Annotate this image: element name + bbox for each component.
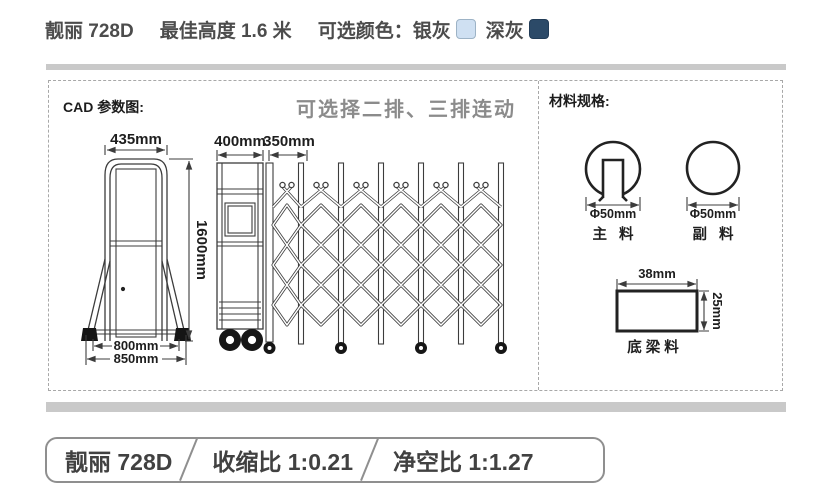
slash-divider [371,439,375,481]
best-height: 最佳高度 1.6 米 [159,20,292,42]
beam-height-label: 25mm [710,292,725,330]
cad-drawing: 435mm 1600mm [81,131,507,366]
color-dark-swatch [528,19,549,39]
panel-vertical-divider [538,81,539,390]
main-tube-dim-label: Φ50mm [590,207,636,221]
spec-summary-bar: 靓丽 728D 收缩比 1:0.21 净空比 1:1.27 [45,437,605,483]
materials-drawing: Φ50mm 主 料 Φ50mm 副 料 38mm 25mm 底梁料 [584,140,741,356]
footer-model: 靓丽 728D [65,449,173,475]
spec-panel: CAD 参数图: 可选择二排、三排连动 材料规格: 435mm [48,80,783,391]
post-outer-width-label: 850mm [114,351,159,366]
materials-section-label: 材料规格: [549,93,610,109]
color-options-label: 可选颜色： [317,20,413,42]
post-inner-width-label: 800mm [114,338,159,353]
aux-tube-profile: Φ50mm 副 料 [685,140,741,243]
slash-divider [190,439,194,481]
main-tube-label: 主 料 [592,225,637,243]
clearance-ratio: 净空比 1:1.27 [392,449,534,475]
aux-tube-label: 副 料 [692,225,737,243]
model-name: 靓丽 728D [45,20,134,42]
gate-post-drawing: 435mm 1600mm [81,131,210,366]
retractable-gate-drawing: 400mm 350mm [214,133,507,354]
gate-fold-width-label: 350mm [263,133,315,150]
main-tube-profile: Φ50mm 主 料 [584,140,642,243]
bottom-divider-bar [46,402,786,412]
post-top-width-label: 435mm [110,131,162,148]
post-height-label: 1600mm [193,220,210,280]
beam-label: 底梁料 [627,338,683,356]
gate-lattice [219,162,507,354]
color-options: 可选颜色： 银灰 深灰 [318,16,559,43]
color-silver-label: 银灰 [412,20,451,42]
bottom-beam-profile: 38mm 25mm 底梁料 [615,266,725,356]
beam-width-label: 38mm [638,266,676,281]
linkage-note: 可选择二排、三排连动 [296,99,516,121]
color-silver-swatch [455,19,476,39]
gate-machine-width-label: 400mm [214,133,266,150]
top-divider-bar [46,64,786,70]
cad-section-label: CAD 参数图: [63,99,144,115]
header-row: 靓丽 728D 最佳高度 1.6 米 可选颜色： 银灰 深灰 [45,16,559,42]
aux-tube-dim-label: Φ50mm [690,207,736,221]
shrink-ratio: 收缩比 1:0.21 [212,449,353,475]
color-dark-label: 深灰 [485,20,524,42]
